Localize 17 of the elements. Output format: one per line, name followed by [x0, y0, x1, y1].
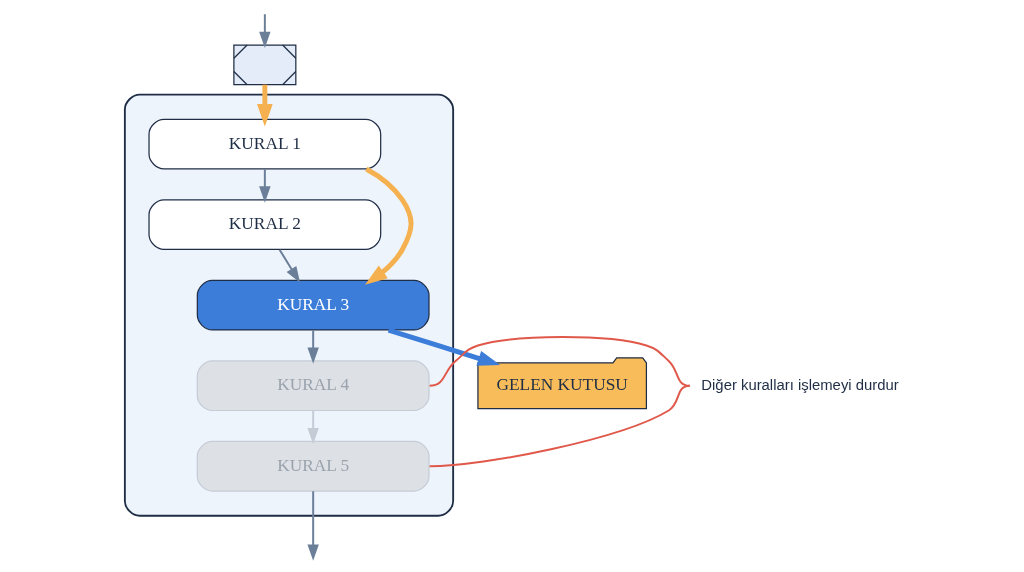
arrow	[307, 329, 319, 364]
node-text: Diğer kuralları işlemeyi durdur	[701, 376, 899, 393]
node-box: KURAL 3	[196, 279, 430, 331]
arrow	[307, 409, 319, 445]
arrow	[259, 13, 271, 48]
arrow	[259, 168, 271, 203]
node-box: KURAL 5	[196, 440, 430, 492]
node-box: KURAL 1	[148, 118, 382, 170]
node-box: KURAL 2	[148, 199, 382, 251]
connector	[428, 384, 691, 468]
arrow	[307, 490, 319, 561]
arrow	[387, 327, 501, 366]
cluster	[123, 93, 455, 517]
arrow	[278, 248, 301, 283]
node-box: KURAL 4	[196, 360, 430, 412]
arrow	[365, 166, 414, 285]
arrow	[257, 84, 273, 127]
